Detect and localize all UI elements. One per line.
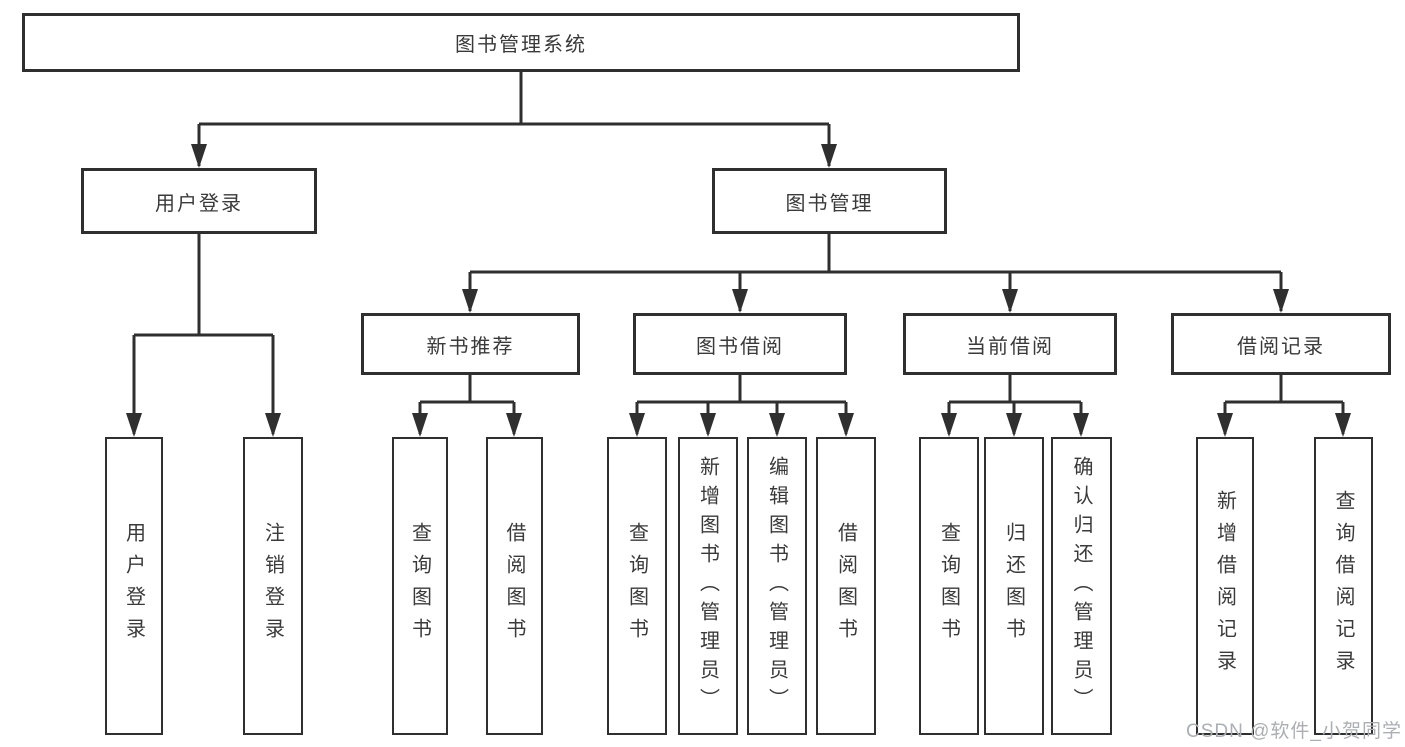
node-query-borrow-record: 查询借阅记录 <box>1314 437 1373 735</box>
node-library-management-system: 图书管理系统 <box>22 13 1020 72</box>
connector-book-borrowing-to-children <box>635 375 848 434</box>
arrowhead-icon <box>1217 413 1233 437</box>
node-return-books: 归还图书 <box>984 437 1044 735</box>
arrowhead-icon <box>629 413 645 437</box>
node-query-books-recommend: 查询图书 <box>392 437 448 735</box>
arrowhead-icon <box>126 413 142 437</box>
node-user-login-branch: 用户登录 <box>81 168 317 234</box>
arrowheads <box>126 144 1351 437</box>
arrowhead-icon <box>700 413 716 437</box>
arrowhead-icon <box>941 413 957 437</box>
node-group-new-book-recommend: 新书推荐 <box>361 313 580 375</box>
arrowhead-icon <box>1006 413 1022 437</box>
connector-root-to-level2 <box>197 72 831 166</box>
arrowhead-icon <box>732 289 748 313</box>
arrowhead-icon <box>191 144 207 168</box>
arrowhead-icon <box>412 413 428 437</box>
arrowhead-icon <box>821 144 837 168</box>
node-query-books-borrowing: 查询图书 <box>607 437 667 735</box>
connector-new-books-to-children <box>418 375 516 434</box>
node-group-current-borrowing: 当前借阅 <box>903 313 1117 375</box>
csdn-watermark: CSDN @软件_小贺同学 <box>1186 721 1402 742</box>
node-borrow-books-borrowing: 借阅图书 <box>816 437 876 735</box>
node-group-borrow-records: 借阅记录 <box>1171 313 1391 375</box>
node-logout: 注销登录 <box>243 437 303 735</box>
arrowhead-icon <box>462 289 478 313</box>
connector-borrow-records-to-children <box>1223 375 1345 434</box>
node-user-login: 用户登录 <box>105 437 163 735</box>
arrowhead-icon <box>265 413 281 437</box>
connector-book-mgmt-to-groups <box>468 234 1283 311</box>
arrowhead-icon <box>838 413 854 437</box>
arrowhead-icon <box>1273 289 1289 313</box>
node-query-books-current: 查询图书 <box>919 437 979 735</box>
node-add-book-admin: 新增图书（管理员） <box>678 437 738 735</box>
node-confirm-return-admin: 确认归还（管理员） <box>1051 437 1112 735</box>
node-add-borrow-record: 新增借阅记录 <box>1196 437 1254 735</box>
node-borrow-books-recommend: 借阅图书 <box>486 437 543 735</box>
arrowhead-icon <box>769 413 785 437</box>
node-book-management-branch: 图书管理 <box>712 168 947 234</box>
arrowhead-icon <box>1335 413 1351 437</box>
arrowhead-icon <box>1073 413 1089 437</box>
arrowhead-icon <box>1002 289 1018 313</box>
connector-user-login-to-children <box>132 234 275 434</box>
node-edit-book-admin: 编辑图书（管理员） <box>747 437 807 735</box>
arrowhead-icon <box>506 413 522 437</box>
node-group-book-borrowing: 图书借阅 <box>633 313 847 375</box>
